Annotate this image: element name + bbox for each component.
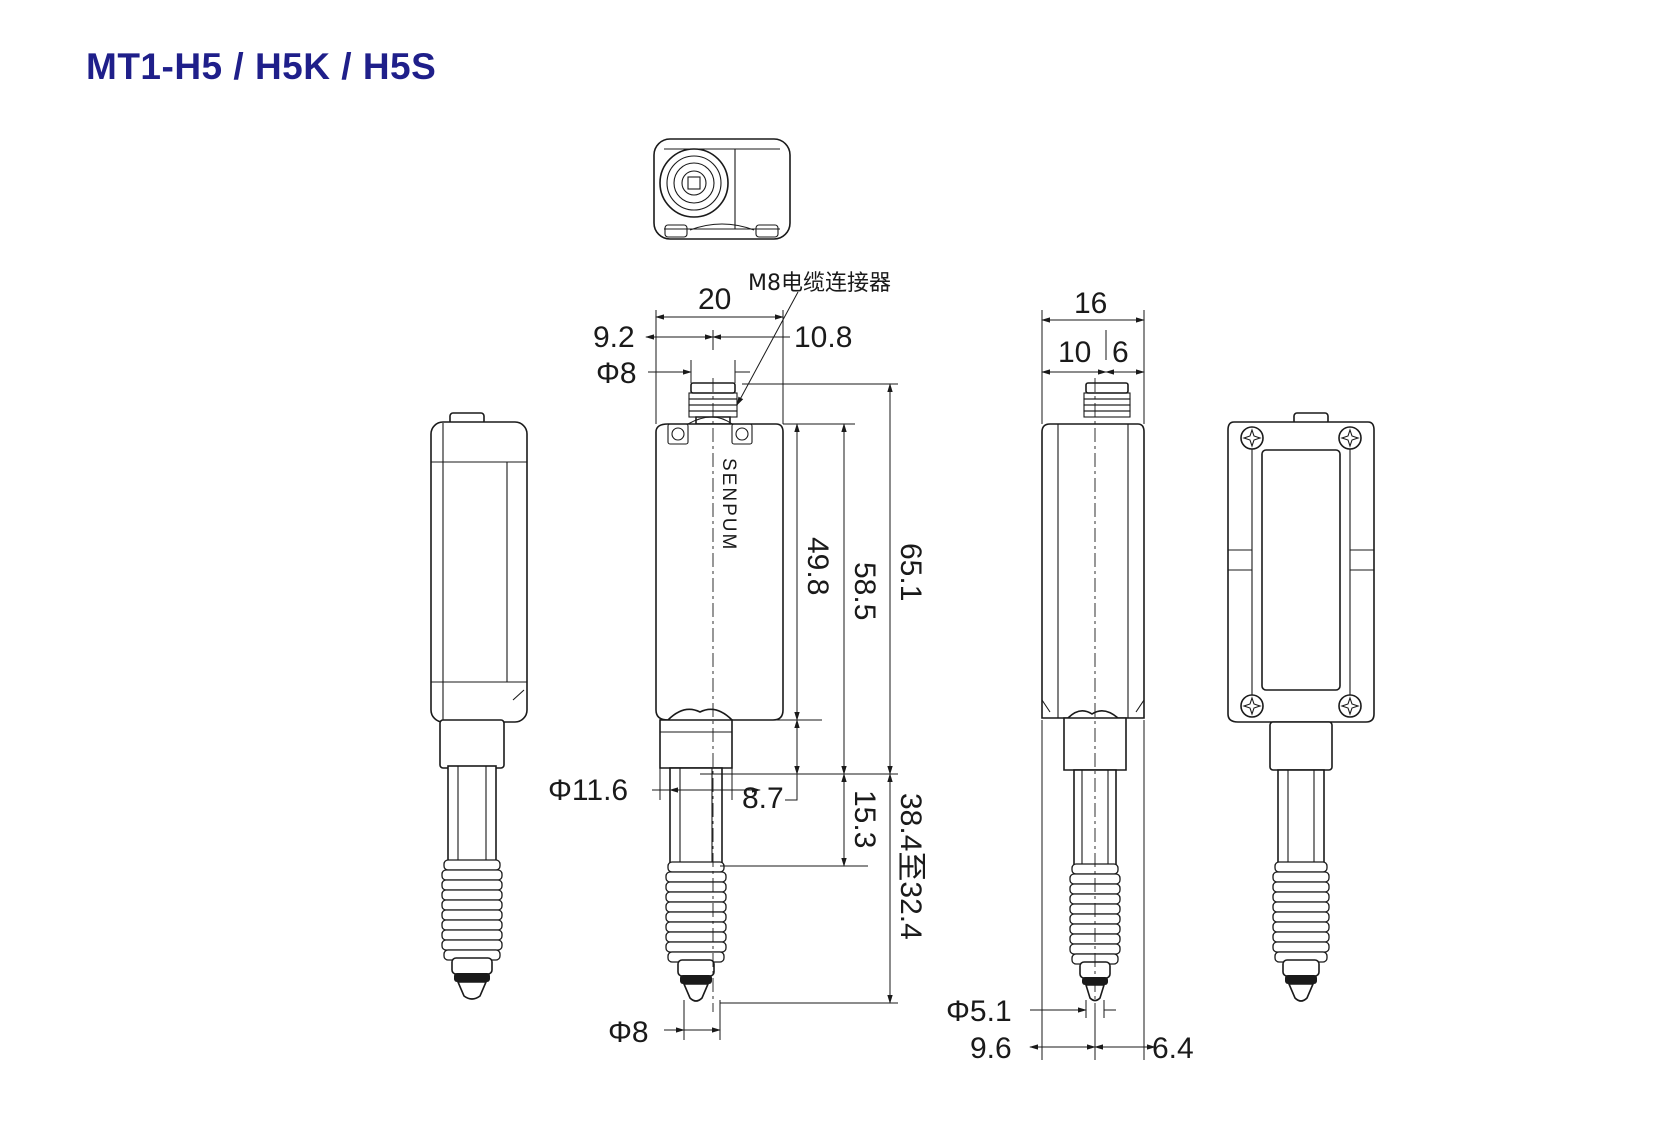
connector-note: M8电缆连接器	[748, 271, 891, 296]
dim-side-right: 6	[1112, 336, 1129, 369]
dim-front-width: 20	[698, 283, 731, 316]
dim-side-width: 16	[1074, 287, 1107, 320]
top-view	[653, 138, 791, 240]
front-bellows	[665, 861, 727, 963]
dim-front-right: 10.8	[794, 321, 852, 354]
front-dimensions: 20 9.2 10.8 Φ8 M8电缆连接器 49.8 8.7 58.5 65.…	[548, 271, 927, 1049]
dim-side-left: 10	[1058, 336, 1091, 369]
page-title: MT1-H5 / H5K / H5S	[86, 46, 437, 87]
dim-neck-dia: Φ11.6	[548, 774, 628, 807]
front-view: SENPUM	[655, 378, 784, 1012]
dim-stroke-range: 38.4至32.4	[894, 793, 927, 940]
dim-neck-height: 8.7	[742, 782, 784, 815]
dim-side-bottom-left: 9.6	[970, 1032, 1012, 1065]
dim-tip-dia: Φ8	[608, 1016, 649, 1049]
left-bellows	[441, 859, 503, 961]
back-view	[1227, 412, 1375, 1002]
dim-probe-dia: Φ5.1	[946, 995, 1012, 1028]
dim-total-height: 65.1	[894, 543, 927, 601]
back-bellows	[1272, 861, 1330, 963]
dim-connector-dia: Φ8	[596, 357, 637, 390]
dim-side-bottom-right: 6.4	[1152, 1032, 1194, 1065]
dim-body-height: 49.8	[801, 537, 834, 595]
dim-front-left: 9.2	[593, 321, 635, 354]
side-view	[1041, 378, 1145, 1012]
dim-stem-length: 15.3	[848, 790, 881, 848]
brand-label: SENPUM	[718, 458, 739, 551]
screw-icon	[1240, 426, 1362, 718]
left-side-view	[430, 412, 528, 1000]
dim-mid-height: 58.5	[848, 562, 881, 620]
side-dimensions: 16 10 6 Φ5.1 9.6 6.4	[946, 287, 1194, 1065]
